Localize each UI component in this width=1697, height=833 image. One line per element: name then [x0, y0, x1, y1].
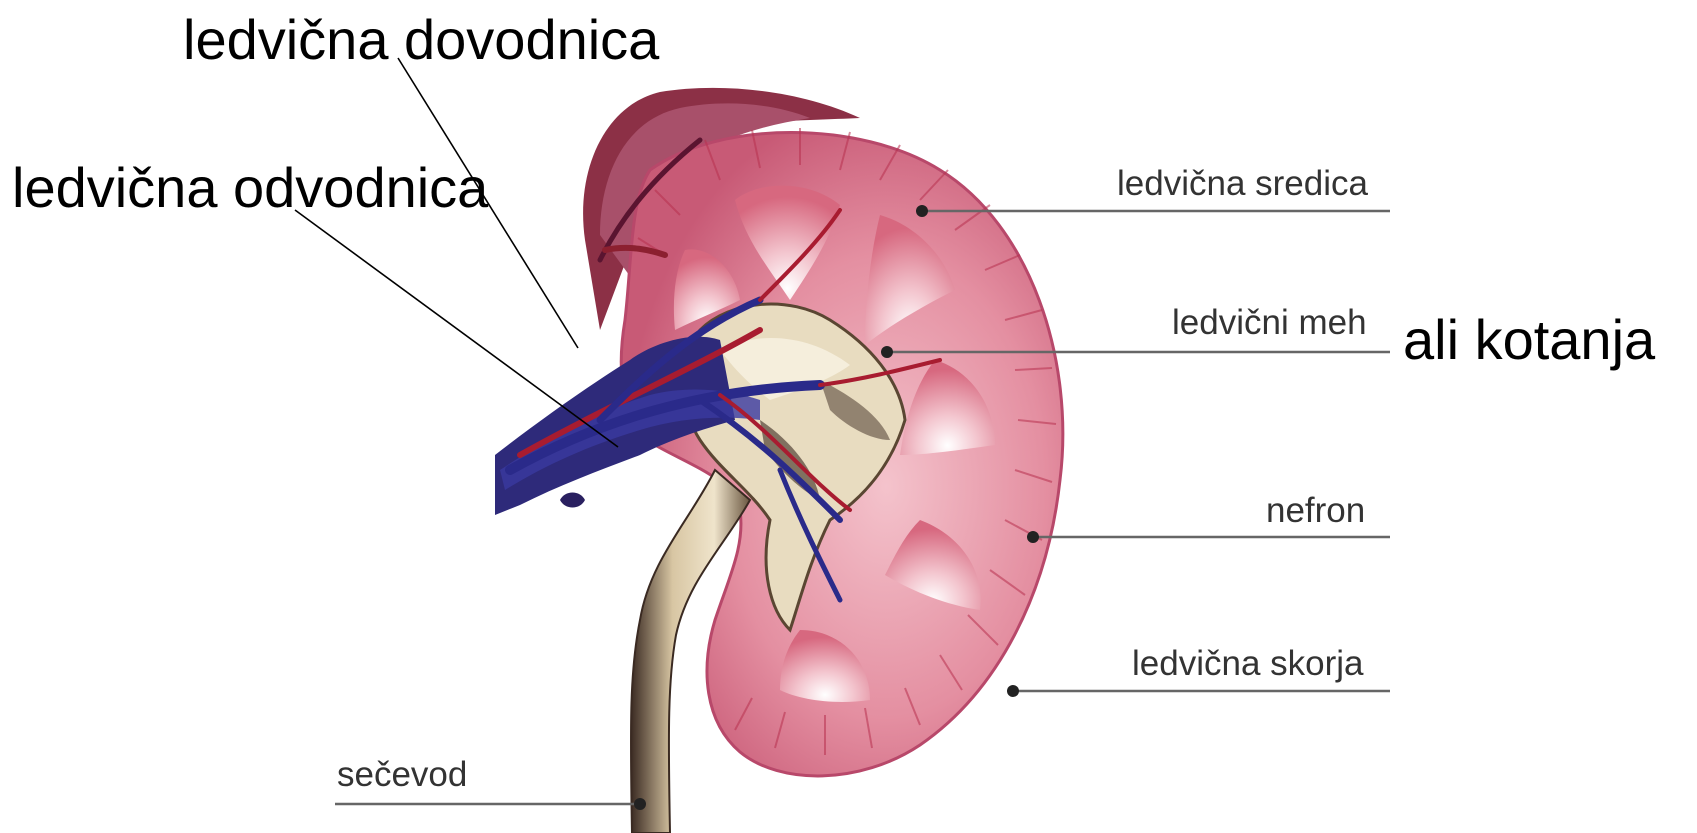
- label-ledvicna-odvodnica: ledvična odvodnica: [12, 160, 488, 216]
- label-ledvicna-skorja: ledvična skorja: [1132, 646, 1364, 681]
- label-ali-kotanja: ali kotanja: [1403, 312, 1655, 368]
- label-ledvicni-meh: ledvični meh: [1172, 305, 1367, 340]
- label-nefron: nefron: [1266, 493, 1365, 528]
- left-label-lines: [295, 58, 618, 447]
- label-ledvicna-dovodnica: ledvična dovodnica: [183, 12, 659, 68]
- label-ledvicna-sredica: ledvična sredica: [1117, 166, 1368, 201]
- label-secevod: sečevod: [337, 757, 467, 792]
